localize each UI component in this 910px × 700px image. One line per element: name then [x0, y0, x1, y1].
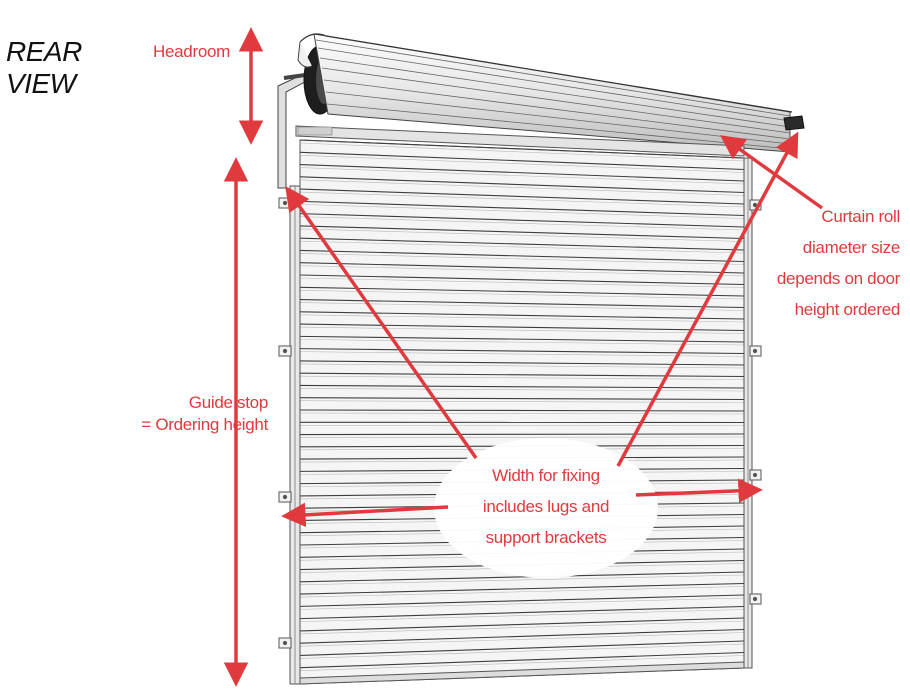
lug-pointer-left	[285, 185, 478, 460]
curtain-roll-pointer	[720, 135, 824, 210]
slat-highlight	[299, 400, 745, 403]
slat-highlight	[299, 265, 745, 277]
slat-line	[299, 384, 745, 389]
slat-line	[299, 397, 745, 401]
slat-line	[299, 617, 745, 632]
right-support-bracket	[783, 115, 805, 131]
slat-highlight	[299, 216, 745, 231]
slat-line	[299, 237, 745, 251]
width-label: Width for fixing includes lugs and suppo…	[456, 460, 636, 553]
slat-line	[299, 594, 745, 607]
bottom-rail	[299, 661, 745, 685]
slat-line	[299, 188, 745, 205]
slat-highlight	[299, 167, 745, 185]
slat-line	[299, 582, 745, 595]
slat-line	[299, 372, 745, 378]
curtain-roll-label: Curtain roll diameter size depends on do…	[740, 201, 900, 325]
slat-line	[299, 163, 745, 182]
curtain-roll-top-edge	[299, 33, 793, 113]
slat-highlight	[299, 302, 745, 311]
slat-line	[299, 571, 745, 583]
slat-line	[299, 651, 745, 669]
slat-highlight	[299, 574, 745, 586]
slat-line	[299, 176, 745, 194]
slat-highlight	[299, 351, 745, 357]
annotation-arrows	[223, 27, 824, 687]
slat-line	[299, 274, 745, 286]
slat-highlight	[299, 289, 745, 300]
slat-highlight	[299, 586, 745, 598]
slat-line	[299, 433, 745, 436]
slat-line	[299, 249, 745, 263]
slat-line	[299, 139, 745, 159]
width-line2: includes lugs and	[482, 497, 610, 516]
slat-highlight	[299, 142, 745, 162]
slat-highlight	[299, 154, 745, 173]
left-fixing-lugs	[278, 197, 292, 649]
right-fixing-lugs	[749, 199, 762, 605]
slat-line	[299, 262, 745, 274]
view-title-line2: VIEW	[6, 68, 76, 99]
slat-highlight	[299, 436, 745, 438]
slat-highlight	[299, 655, 745, 672]
curtain-roll-left-end	[297, 41, 313, 68]
slat-line	[299, 200, 745, 217]
slat-line	[299, 640, 745, 657]
slat-highlight	[299, 228, 745, 242]
width-arrow-left	[281, 502, 449, 528]
slat-highlight	[299, 191, 745, 208]
view-title-line1: REAR	[6, 36, 82, 67]
slat-highlight	[299, 253, 745, 265]
width-line3: support brackets	[485, 528, 607, 547]
curtain-roll-line2: diameter size	[802, 238, 901, 257]
slat-highlight	[299, 375, 745, 380]
curtain-roll-line4: height ordered	[794, 300, 901, 319]
slat-highlight	[299, 339, 745, 346]
guide-stop-line2: = Ordering height	[141, 415, 268, 434]
slat-highlight	[299, 597, 745, 610]
slat-line	[299, 605, 745, 620]
slat-highlight	[299, 609, 745, 622]
slat-highlight	[299, 632, 745, 647]
slat-highlight	[299, 326, 745, 334]
slat-highlight	[299, 412, 745, 415]
lug-pointer-right	[616, 131, 799, 467]
slat-highlight	[299, 643, 745, 659]
width-line1: Width for fixing	[492, 466, 600, 485]
door-curtain	[299, 139, 745, 685]
slat-highlight	[299, 179, 745, 196]
slat-line	[299, 286, 745, 297]
slat-line	[299, 151, 745, 171]
slat-line	[299, 225, 745, 240]
slat-line	[299, 348, 745, 355]
width-label-glow	[434, 438, 658, 578]
headroom-label: Headroom	[153, 42, 230, 61]
guide-stop-line1: Guide stop	[188, 393, 269, 412]
slat-line	[299, 335, 745, 343]
guide-stop-label: Guide stop = Ordering height	[110, 392, 268, 436]
slat-line	[299, 628, 745, 644]
slat-line	[299, 213, 745, 228]
slat-highlight	[299, 388, 745, 392]
slat-highlight	[299, 314, 745, 323]
slat-line	[299, 360, 745, 366]
view-title: REAR VIEW	[6, 36, 82, 100]
slat-highlight	[299, 620, 745, 635]
slat-highlight	[299, 204, 745, 219]
width-arrow-right	[635, 478, 763, 504]
slat-line	[299, 323, 745, 332]
slat-highlight	[299, 277, 745, 288]
slat-line	[299, 409, 745, 412]
curtain-roll-lines	[315, 39, 791, 150]
curtain-roll-line1: Curtain roll	[821, 207, 900, 226]
curtain-roll-line3: depends on door	[776, 269, 900, 288]
header-plate-left	[297, 126, 333, 136]
slat-highlight	[299, 240, 745, 254]
slat-line	[299, 298, 745, 309]
